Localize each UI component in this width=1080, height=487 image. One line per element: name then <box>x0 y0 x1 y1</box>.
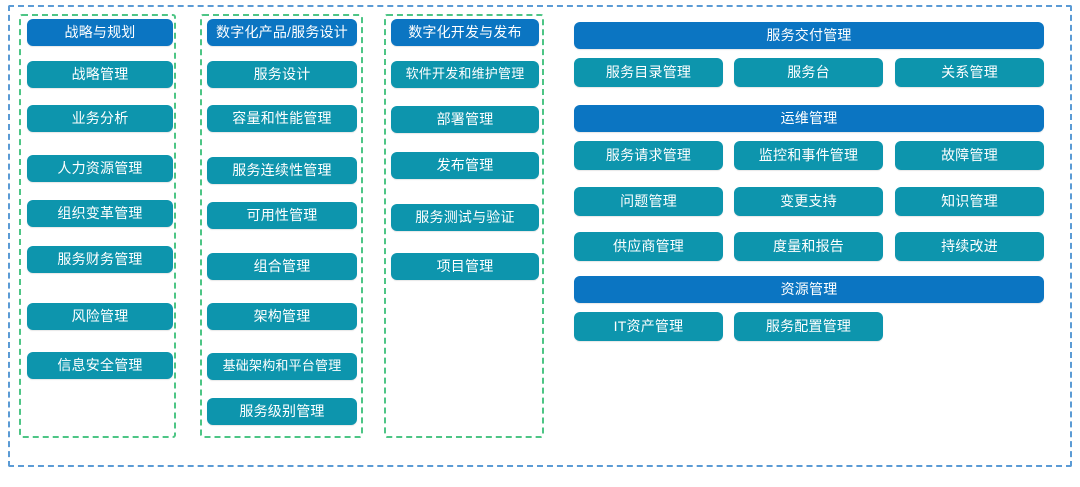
group-item-dev-1[interactable]: 部署管理 <box>391 106 539 133</box>
section-item-ops-0-1[interactable]: 监控和事件管理 <box>734 141 883 170</box>
group-item-product-5[interactable]: 架构管理 <box>207 303 357 330</box>
section-item-ops-1-2[interactable]: 知识管理 <box>895 187 1044 216</box>
section-item-ops-2-0[interactable]: 供应商管理 <box>574 232 723 261</box>
group-item-strategy-6[interactable]: 信息安全管理 <box>27 352 173 379</box>
group-item-product-6[interactable]: 基础架构和平台管理 <box>207 353 357 380</box>
group-item-dev-2[interactable]: 发布管理 <box>391 152 539 179</box>
group-header-product-design[interactable]: 数字化产品/服务设计 <box>207 19 357 46</box>
section-item-ops-0-2[interactable]: 故障管理 <box>895 141 1044 170</box>
section-header-operations[interactable]: 运维管理 <box>574 105 1044 132</box>
section-item-ops-2-2[interactable]: 持续改进 <box>895 232 1044 261</box>
group-item-strategy-4[interactable]: 服务财务管理 <box>27 246 173 273</box>
group-header-strategy[interactable]: 战略与规划 <box>27 19 173 46</box>
section-item-ops-2-1[interactable]: 度量和报告 <box>734 232 883 261</box>
section-header-service-delivery[interactable]: 服务交付管理 <box>574 22 1044 49</box>
group-item-product-3[interactable]: 可用性管理 <box>207 202 357 229</box>
section-item-delivery-0-1[interactable]: 服务台 <box>734 58 883 87</box>
group-item-dev-0[interactable]: 软件开发和维护管理 <box>391 61 539 88</box>
section-item-delivery-0-0[interactable]: 服务目录管理 <box>574 58 723 87</box>
section-item-ops-1-1[interactable]: 变更支持 <box>734 187 883 216</box>
group-item-strategy-5[interactable]: 风险管理 <box>27 303 173 330</box>
group-frame-dev-release <box>384 14 544 438</box>
group-item-product-7[interactable]: 服务级别管理 <box>207 398 357 425</box>
group-item-product-4[interactable]: 组合管理 <box>207 253 357 280</box>
group-item-strategy-1[interactable]: 业务分析 <box>27 105 173 132</box>
group-item-strategy-2[interactable]: 人力资源管理 <box>27 155 173 182</box>
group-header-dev-release[interactable]: 数字化开发与发布 <box>391 19 539 46</box>
group-item-strategy-3[interactable]: 组织变革管理 <box>27 200 173 227</box>
outer-dashed-frame <box>8 5 1072 467</box>
group-item-product-0[interactable]: 服务设计 <box>207 61 357 88</box>
section-item-ops-0-0[interactable]: 服务请求管理 <box>574 141 723 170</box>
section-header-resource[interactable]: 资源管理 <box>574 276 1044 303</box>
section-item-ops-1-0[interactable]: 问题管理 <box>574 187 723 216</box>
group-item-strategy-0[interactable]: 战略管理 <box>27 61 173 88</box>
section-item-resource-0-0[interactable]: IT资产管理 <box>574 312 723 341</box>
group-frame-product-design <box>200 14 363 438</box>
group-item-product-1[interactable]: 容量和性能管理 <box>207 105 357 132</box>
section-item-delivery-0-2[interactable]: 关系管理 <box>895 58 1044 87</box>
group-item-dev-3[interactable]: 服务测试与验证 <box>391 204 539 231</box>
section-item-resource-0-1[interactable]: 服务配置管理 <box>734 312 883 341</box>
group-item-dev-4[interactable]: 项目管理 <box>391 253 539 280</box>
group-item-product-2[interactable]: 服务连续性管理 <box>207 157 357 184</box>
group-frame-strategy <box>19 14 176 438</box>
